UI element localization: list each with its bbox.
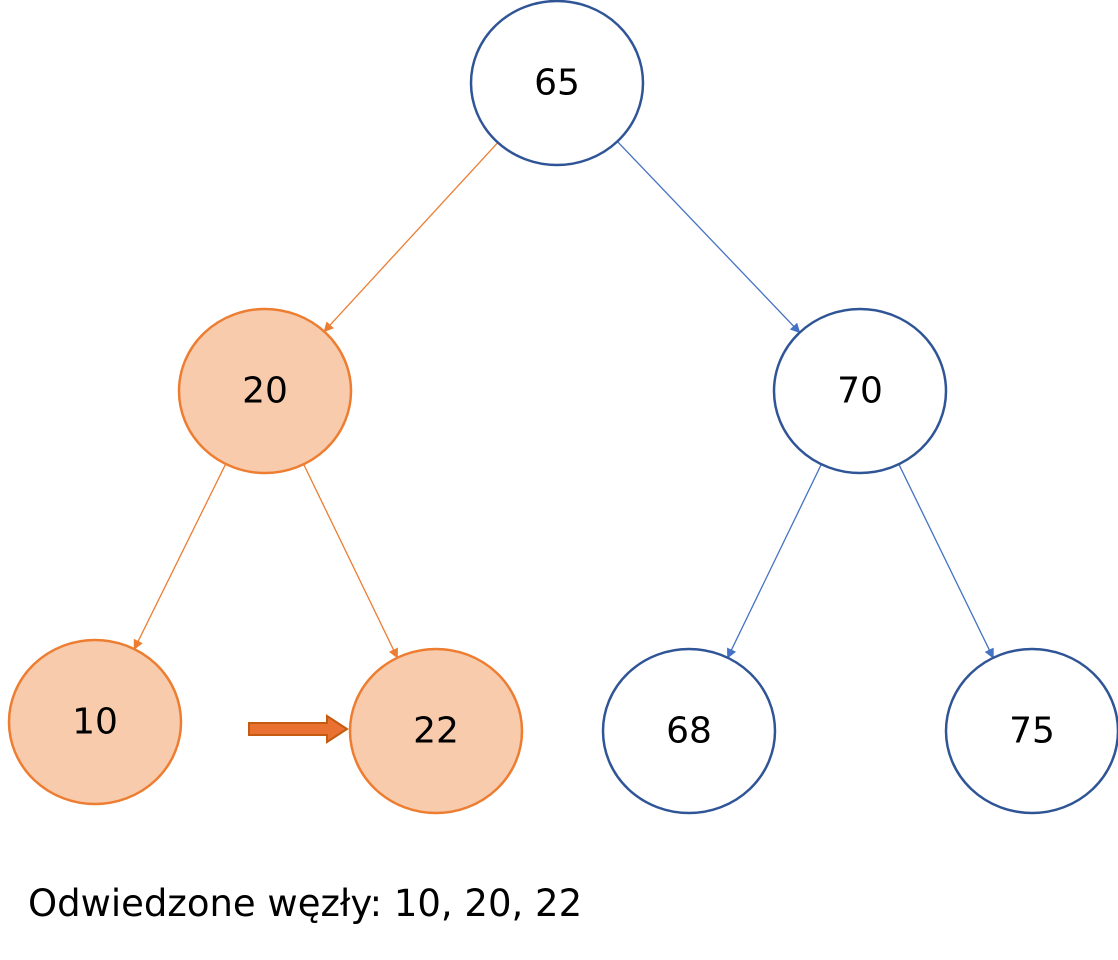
- node-circle-70: [772, 307, 948, 475]
- tree-node-70: 70: [772, 307, 948, 475]
- edge-65-to-20: [323, 142, 499, 333]
- node-circle-20: [177, 307, 353, 475]
- edge-70-to-75: [898, 463, 994, 659]
- nodes-layer: 65 20 70 10 22 68 75: [7, 0, 1118, 815]
- pointer-layer: [248, 714, 349, 744]
- tree-node-65: 65: [469, 0, 645, 167]
- tree-node-68: 68: [601, 647, 777, 815]
- node-circle-10: [7, 638, 183, 806]
- edge-20-to-10: [133, 463, 227, 650]
- node-circle-65: [469, 0, 645, 167]
- node-label-68: 68: [666, 711, 712, 752]
- node-label-65: 65: [534, 63, 580, 104]
- node-label-75: 75: [1009, 711, 1055, 752]
- tree-node-10: 10: [7, 638, 183, 806]
- edge-70-to-68: [727, 463, 822, 659]
- node-label-10: 10: [72, 702, 118, 743]
- visited-nodes-caption: Odwiedzone węzły: 10, 20, 22: [28, 882, 583, 925]
- node-label-70: 70: [837, 371, 883, 412]
- edges-layer: [133, 141, 994, 659]
- tree-node-22: 22: [348, 647, 524, 815]
- node-circle-68: [601, 647, 777, 815]
- node-circle-22: [348, 647, 524, 815]
- edge-65-to-70: [616, 141, 801, 334]
- tree-node-75: 75: [944, 647, 1118, 815]
- node-circle-75: [944, 647, 1118, 815]
- current-node-arrow-icon: [248, 714, 349, 744]
- tree-node-20: 20: [177, 307, 353, 475]
- node-label-20: 20: [242, 371, 288, 412]
- edge-20-to-22: [303, 463, 398, 659]
- node-label-22: 22: [413, 711, 459, 752]
